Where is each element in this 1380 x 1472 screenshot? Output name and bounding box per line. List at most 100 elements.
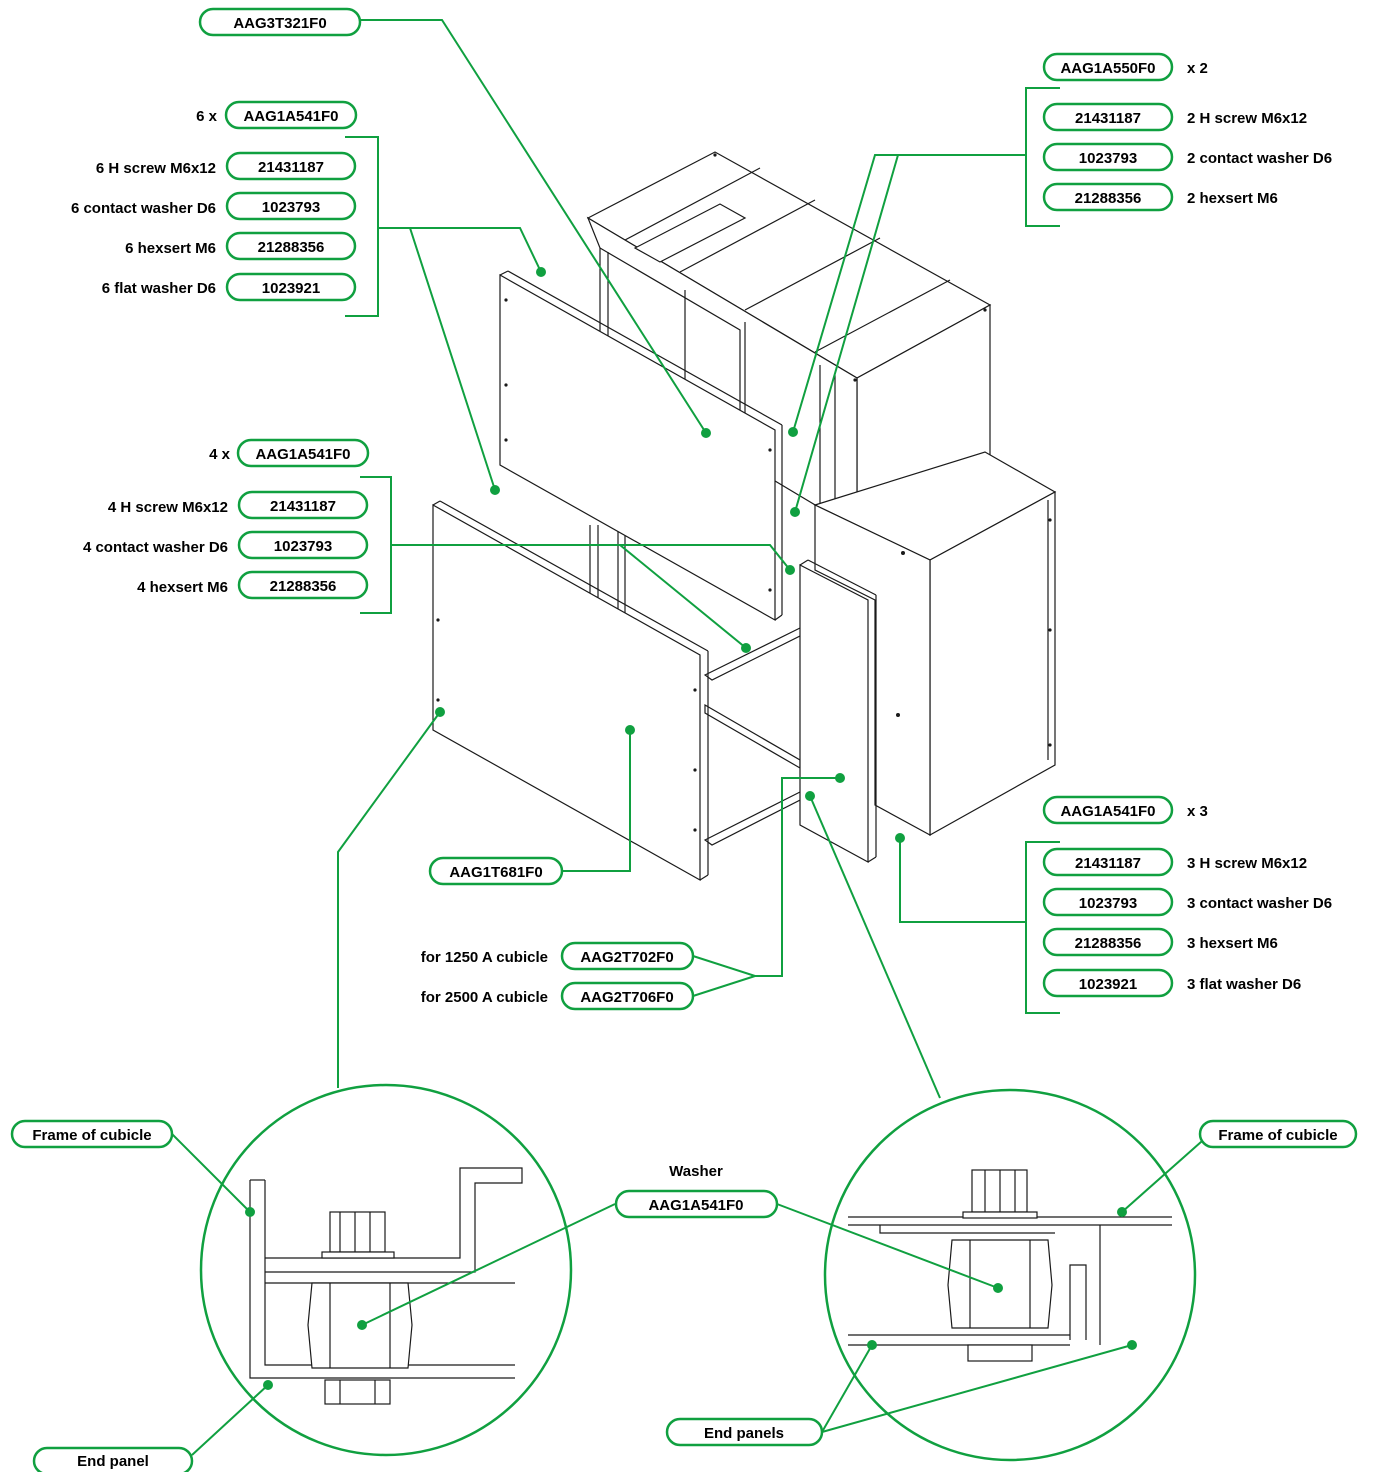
top-rail-3: [744, 237, 881, 311]
code-left-upper-header: AAG1A541F0: [243, 108, 338, 125]
pill-lu-2: [225, 191, 357, 221]
qty-left-lower: 4 x: [209, 446, 231, 463]
desc-rl-2: 3 contact washer D6: [1187, 895, 1332, 912]
pill-lu-4: [225, 272, 357, 302]
pill-ru-2: [1042, 142, 1174, 172]
rear-top-panel-edge-a: [499, 270, 509, 276]
pill-frame-right: [1198, 1119, 1358, 1149]
detail-left-circle: [199, 1083, 573, 1457]
leader-end-panel: [191, 1384, 269, 1456]
bottom-rail-2: [704, 703, 801, 770]
pill-washer: [614, 1189, 779, 1219]
top-rail-4: [814, 279, 951, 353]
leader-front-panel: [562, 730, 631, 872]
label-end-panel: End panel: [77, 1453, 149, 1470]
top-rail-1: [624, 167, 761, 241]
label-end-panels: End panels: [704, 1425, 784, 1442]
code-lu-4: 1023921: [262, 280, 320, 297]
leader-left-upper-a: [378, 227, 542, 273]
leader-end-panels-b: [821, 1344, 1133, 1433]
front-panel-edge-d: [699, 874, 709, 881]
pill-end-panel: [32, 1446, 194, 1472]
pill-rl-2: [1042, 887, 1174, 917]
pill-rl-4: [1042, 968, 1174, 998]
pill-ll-2: [237, 530, 369, 560]
screw-tip-left: [324, 1379, 391, 1405]
qty-right-lower: x 3: [1187, 803, 1208, 820]
label-frame-right: Frame of cubicle: [1218, 1127, 1337, 1144]
code-ru-1: 21431187: [1075, 110, 1141, 127]
code-rl-3: 21288356: [1075, 935, 1142, 952]
desc-lu-1: 6 H screw M6x12: [96, 160, 216, 177]
screw-head-left: [329, 1211, 386, 1253]
pill-top-panel: [198, 7, 362, 37]
top-cover-plate: [633, 203, 747, 263]
pill-front-panel: [428, 856, 564, 886]
code-right-lower-header: AAG1A541F0: [1060, 803, 1155, 820]
screw-tip-right: [967, 1344, 1033, 1362]
code-washer: AAG1A541F0: [648, 1197, 743, 1214]
desc-lu-2: 6 contact washer D6: [71, 200, 216, 217]
front-panel: [432, 503, 701, 882]
code-lu-1: 21431187: [258, 159, 324, 176]
pill-right-upper-header: [1042, 52, 1174, 82]
washer-plate: [879, 1225, 1055, 1234]
bottom-rail-1: [703, 627, 810, 681]
code-lu-2: 1023793: [262, 199, 320, 216]
side-panel-edge-d: [867, 856, 877, 863]
labels: AAG3T321F0 AAG1A550F0 x 2 21431187 2 H s…: [10, 7, 1358, 1472]
lower-box-left-face: [814, 504, 931, 837]
leader-washer-left: [361, 1203, 616, 1326]
code-rl-1: 21431187: [1075, 855, 1141, 872]
leader-top-panel: [360, 19, 707, 434]
detail-left: [171, 1083, 616, 1457]
code-front-panel: AAG1T681F0: [449, 864, 542, 881]
label-frame-left: Frame of cubicle: [32, 1127, 151, 1144]
desc-rl-1: 3 H screw M6x12: [1187, 855, 1307, 872]
bracket-right-upper: [1025, 87, 1060, 227]
leader-right-lower: [899, 838, 1026, 923]
leader-lines: [337, 19, 1060, 1099]
side-panel-edge-b: [807, 559, 877, 596]
dot-top-panel: [701, 428, 711, 438]
frame-z-profile: [265, 1167, 523, 1273]
rear-top-panel-edge-b: [507, 270, 783, 426]
desc-ll-1: 4 H screw M6x12: [108, 499, 228, 516]
detail-right-circle: [823, 1088, 1197, 1462]
leader-left-lower-b: [619, 544, 747, 649]
desc-ru-2: 2 contact washer D6: [1187, 150, 1332, 167]
front-panel-edge-a: [432, 500, 441, 506]
leader-detail-right: [809, 795, 941, 1099]
code-left-lower-header: AAG1A541F0: [255, 446, 350, 463]
code-side-1: AAG2T702F0: [580, 949, 673, 966]
washer-left: [321, 1251, 395, 1259]
leader-right-upper-b: [794, 154, 1026, 513]
bracket-right-lower: [1025, 841, 1060, 1014]
end-panel-flange-a: [1069, 1264, 1087, 1340]
code-side-2: AAG2T706F0: [580, 989, 673, 1006]
leader-side-2: [692, 975, 756, 997]
pill-side-1: [560, 941, 695, 971]
pill-ru-1: [1042, 102, 1174, 132]
leader-left-lower-a: [391, 544, 791, 571]
pill-left-upper-header: [224, 100, 358, 130]
front-panel-edge-b: [439, 500, 709, 652]
code-ll-2: 1023793: [274, 538, 332, 555]
top-rail-2: [679, 199, 816, 273]
bracket-left-upper: [345, 136, 379, 317]
leader-end-panels-a: [821, 1344, 873, 1433]
leader-washer-right: [776, 1203, 999, 1289]
pill-lu-3: [225, 231, 357, 261]
qty-right-upper: x 2: [1187, 60, 1208, 77]
pill-end-panels: [665, 1417, 824, 1447]
fastener-holes: [436, 153, 1052, 832]
code-ll-1: 21431187: [270, 498, 336, 515]
leader-side-1: [692, 777, 840, 977]
side-panel: [799, 564, 869, 864]
cubicle-drawing: [432, 151, 1057, 882]
desc-ll-2: 4 contact washer D6: [83, 539, 228, 556]
desc-lu-3: 6 hexsert M6: [125, 240, 216, 257]
leader-frame-left: [171, 1133, 251, 1213]
pill-side-2: [560, 981, 695, 1011]
pill-right-lower-header: [1042, 795, 1174, 825]
